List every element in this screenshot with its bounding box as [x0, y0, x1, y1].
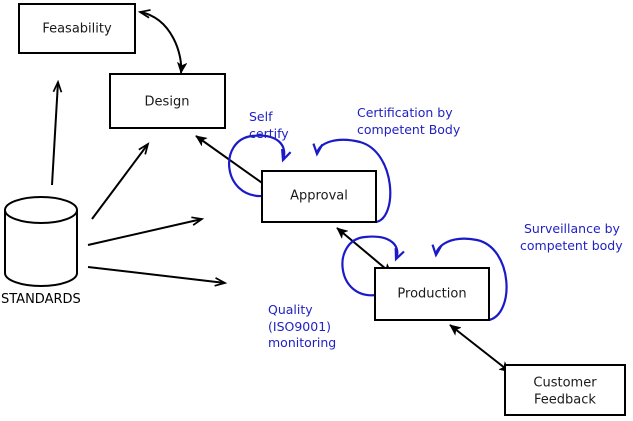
node-customer-feedback-label-line1: Customer	[533, 376, 597, 391]
annotation-surveillance-by-competent-body: Surveillance by competent body	[520, 221, 623, 253]
annotation-self-certify-line1: Self	[249, 109, 273, 124]
node-customer-feedback[interactable]: Customer Feedback	[504, 364, 626, 416]
connector-standards-design	[91, 142, 150, 220]
node-design[interactable]: Design	[109, 73, 226, 129]
annotation-quality-line1: Quality	[268, 302, 313, 317]
connector-approval-design	[196, 135, 272, 191]
loop-arc-self-certify	[228, 134, 292, 198]
connector-customer-feedback-production	[450, 324, 510, 373]
node-production-label: Production	[397, 287, 466, 302]
connector-feasability-design	[140, 12, 181, 73]
node-production-box[interactable]	[374, 267, 490, 321]
loop-arc-quality-monitoring	[341, 235, 405, 297]
connector-standards-production	[87, 266, 228, 287]
node-customer-feedback-box[interactable]	[504, 364, 626, 416]
annotation-certification-by-competent-body: Certification by competent Body	[357, 105, 461, 137]
annotation-surveillance-line2: competent body	[520, 238, 623, 253]
standards-cylinder-body[interactable]	[4, 210, 78, 287]
annotation-quality-line2: (ISO9001)	[268, 319, 331, 334]
connector-standards-feasability	[51, 79, 63, 186]
standards-label: STANDARDS	[1, 292, 81, 307]
annotation-quality-line3: monitoring	[268, 335, 336, 350]
annotation-certification-line1: Certification by	[357, 105, 453, 120]
annotation-quality-iso9001-monitoring: Quality (ISO9001) monitoring	[268, 302, 336, 350]
node-design-label: Design	[145, 95, 190, 110]
node-approval-box[interactable]	[261, 170, 377, 223]
connector-standards-approval	[87, 216, 205, 246]
connector-production-approval	[337, 227, 392, 275]
node-feasability-label: Feasability	[42, 22, 112, 37]
annotation-self-certify: Self certify	[249, 109, 289, 141]
node-customer-feedback-label-line2: Feedback	[534, 393, 596, 408]
standards-cylinder-top	[4, 196, 78, 224]
node-feasability-box[interactable]	[18, 3, 136, 54]
node-production[interactable]: Production	[374, 267, 490, 321]
node-feasability[interactable]: Feasability	[18, 3, 136, 54]
node-standards[interactable]: STANDARDS	[1, 196, 81, 307]
annotation-surveillance-line1: Surveillance by	[524, 221, 621, 236]
loop-arc-surveillance	[431, 237, 508, 322]
loop-arc-certification	[312, 138, 392, 224]
annotation-certification-line2: competent Body	[357, 122, 461, 137]
node-approval[interactable]: Approval	[261, 170, 377, 223]
node-design-box[interactable]	[109, 73, 226, 129]
annotation-self-certify-line2: certify	[249, 126, 289, 141]
node-approval-label: Approval	[290, 189, 348, 204]
